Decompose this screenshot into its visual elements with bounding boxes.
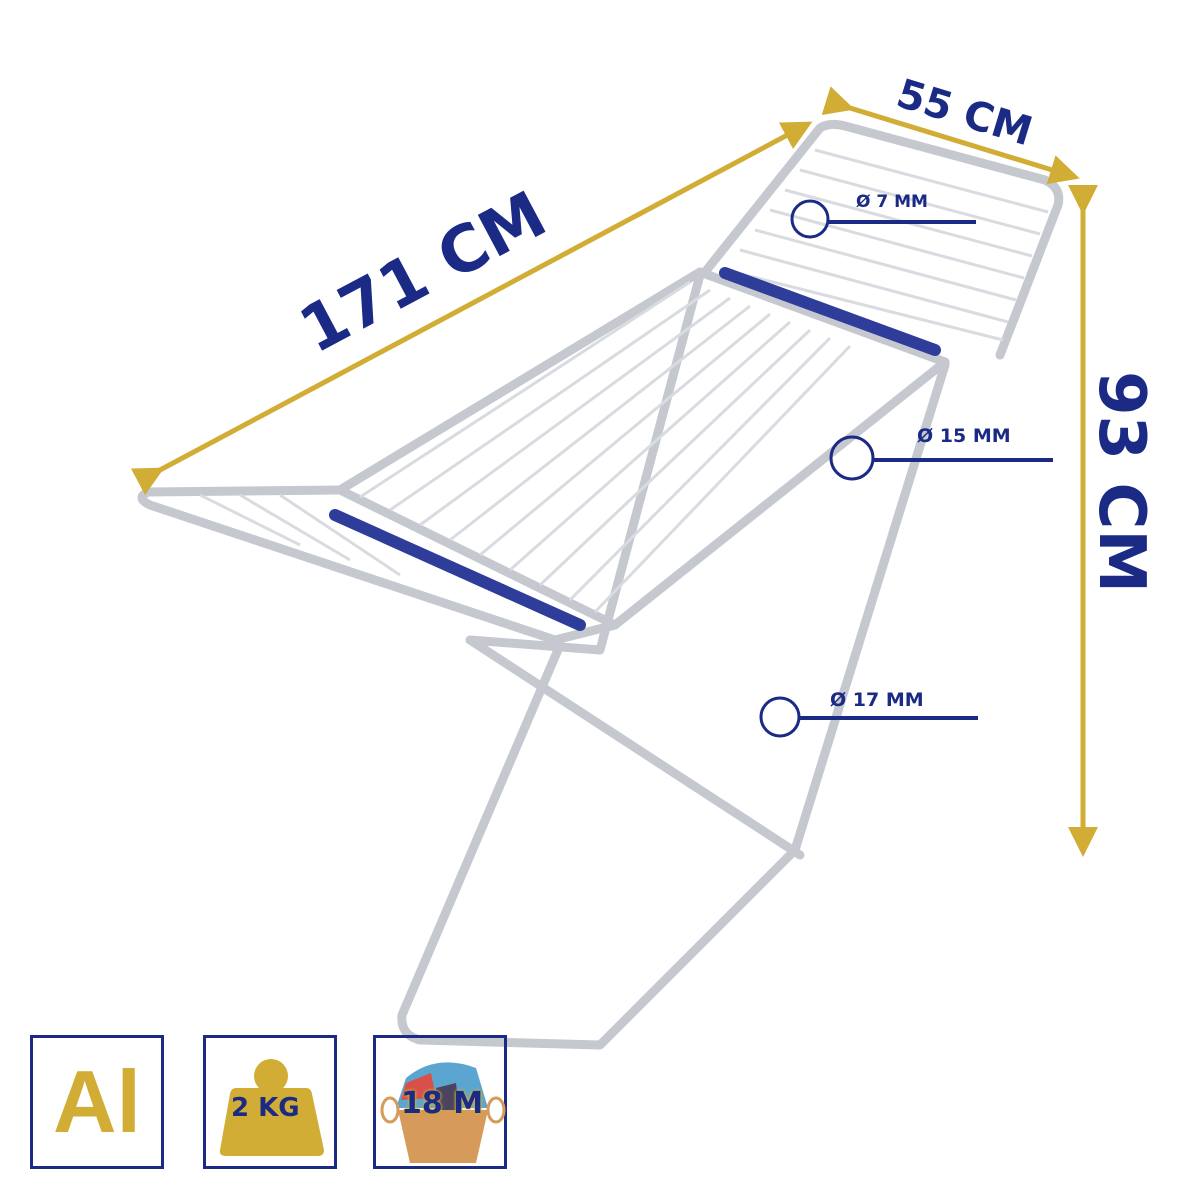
laundry-basket-icon (380, 1062, 506, 1163)
width-arrow (821, 86, 1080, 185)
weight-icon (219, 1059, 324, 1156)
diameter-label-7mm: Ø 7 MM (856, 192, 928, 212)
diameter-label-17mm: Ø 17 MM (830, 689, 924, 711)
weight-label: 2 KG (231, 1093, 300, 1123)
height-label: 93 CM (1084, 371, 1158, 593)
diameter-callouts (759, 199, 1053, 738)
material-label: Al (53, 1052, 141, 1151)
diameter-label-15mm: Ø 15 MM (917, 425, 1011, 447)
material-badge: Al (30, 1035, 164, 1169)
line-length-label: 18 M (401, 1086, 484, 1121)
length-arrow (130, 121, 813, 496)
weight-badge: 2 KG (203, 1035, 337, 1169)
line-length-badge: 18 M (373, 1035, 507, 1169)
rack-frame (137, 119, 1064, 1050)
